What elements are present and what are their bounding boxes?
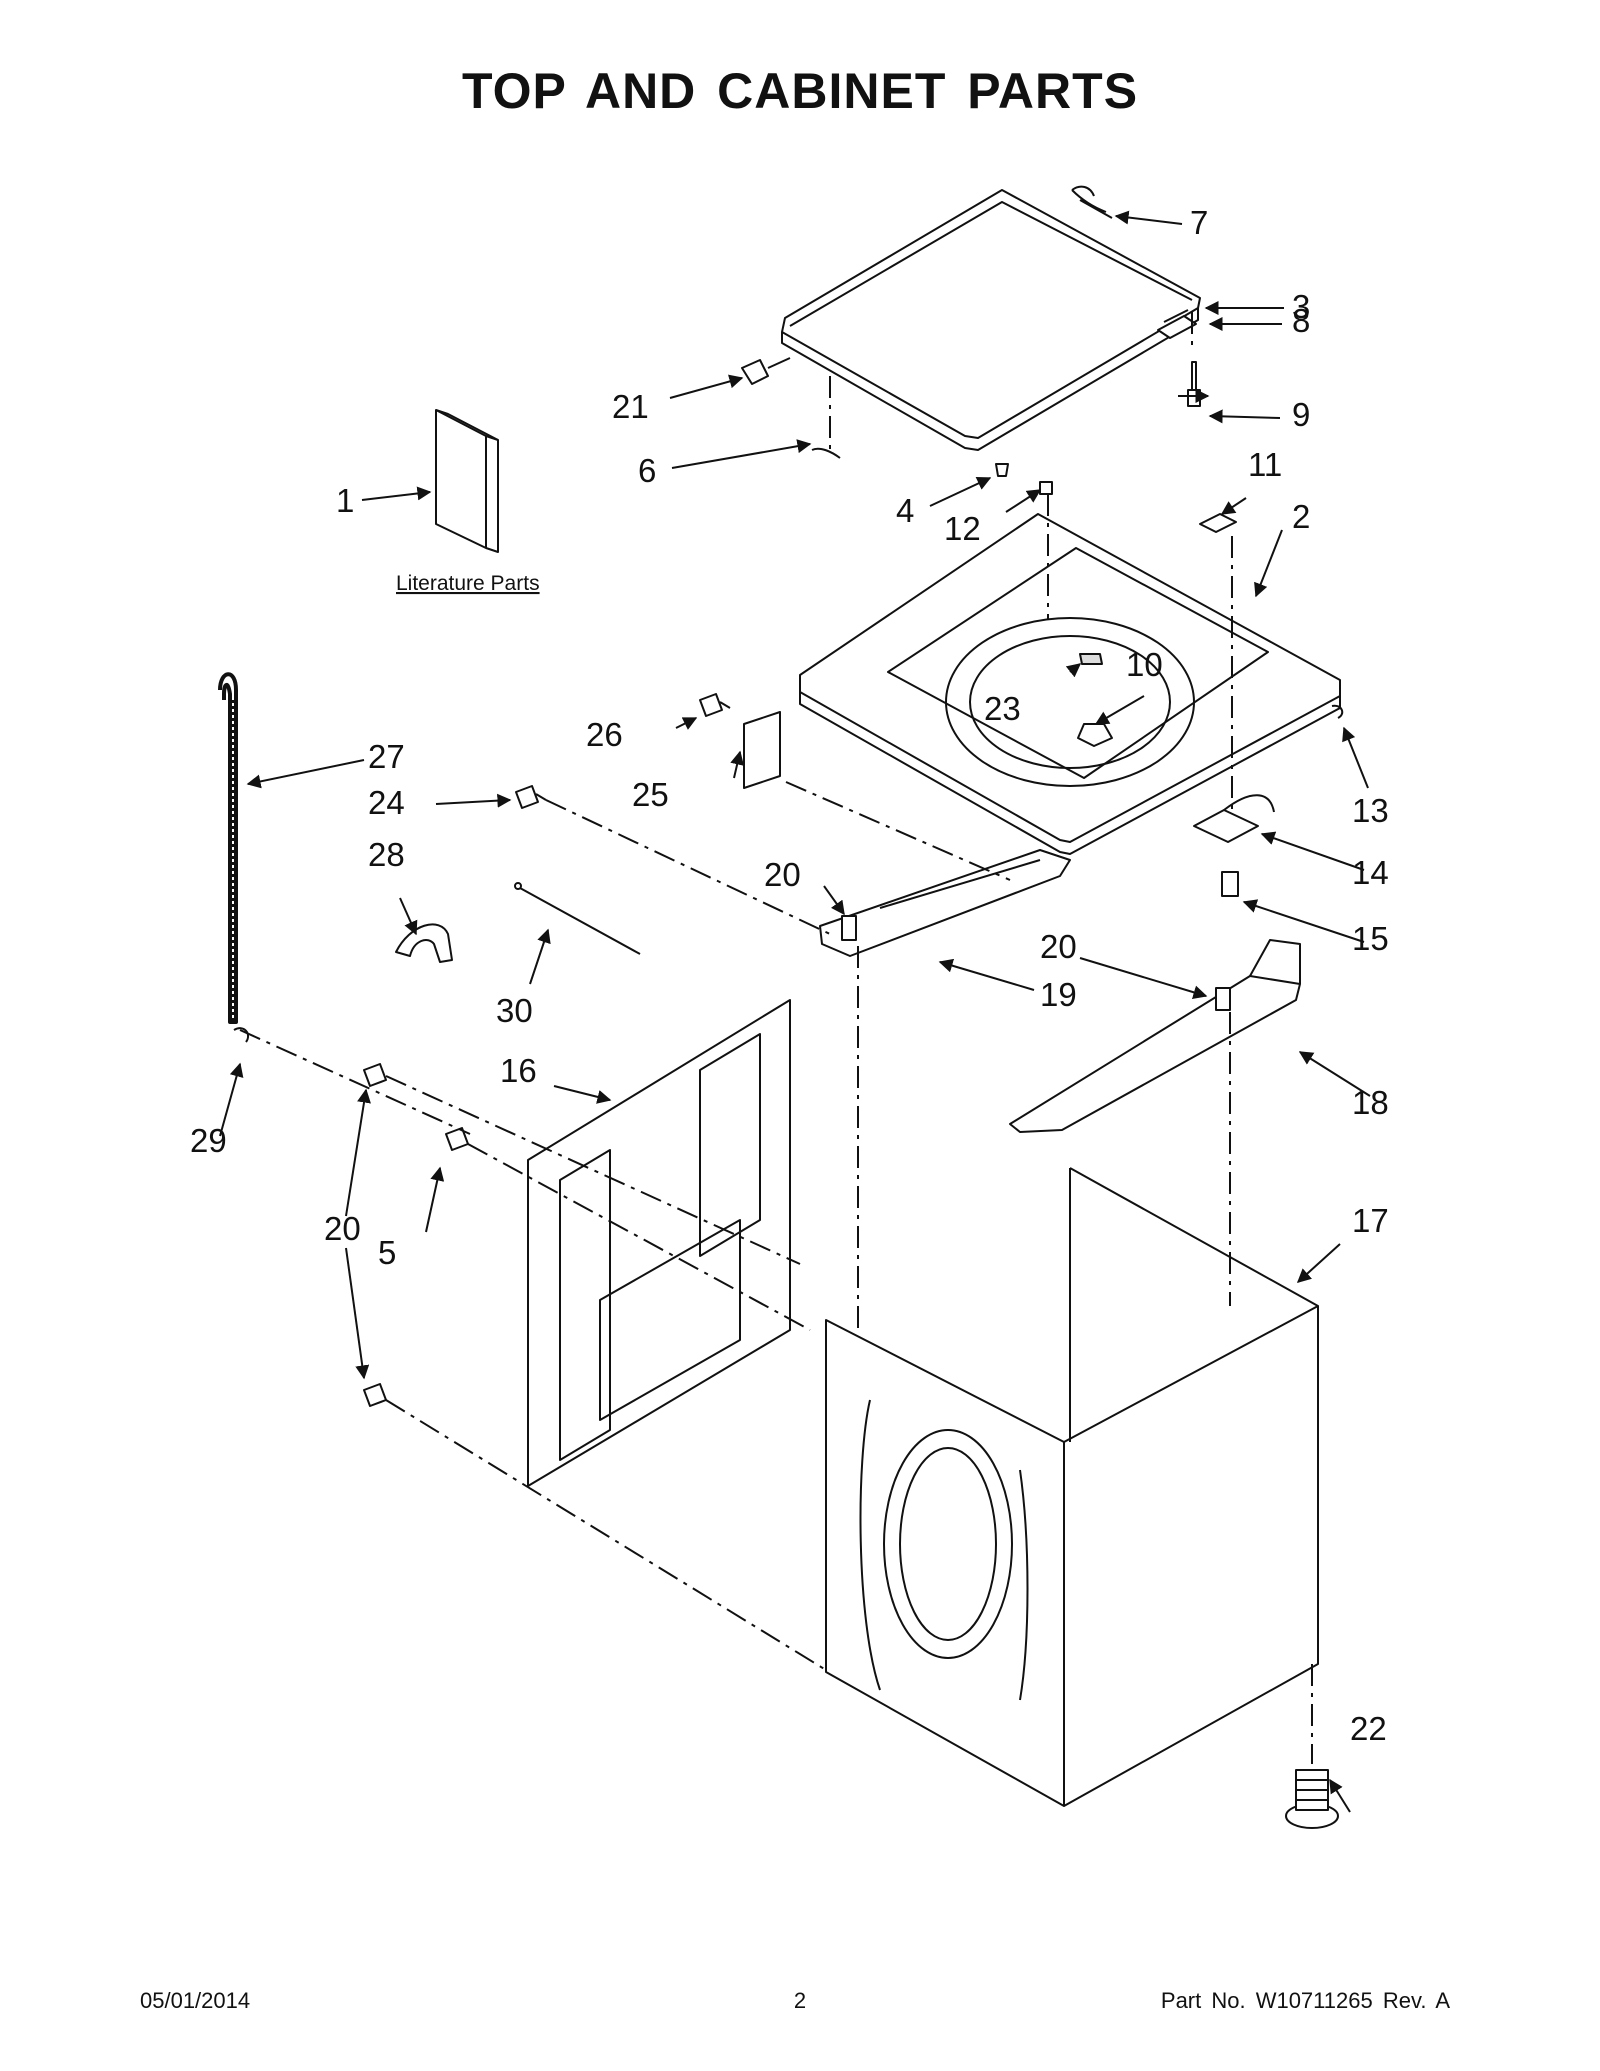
lid-lock-screw	[1221, 871, 1239, 897]
top-panel	[799, 513, 1341, 855]
callout-10: 10	[1126, 646, 1163, 683]
callout-11: 11	[1248, 446, 1282, 483]
callout-18: 18	[1352, 1084, 1389, 1121]
cable-tie	[514, 882, 641, 955]
rear-panel-screw	[515, 785, 547, 809]
lid-switch-cover	[1199, 513, 1237, 533]
callout-20-left: 20	[324, 1210, 361, 1247]
callout-7: 7	[1190, 204, 1208, 241]
callout-20-top: 20	[764, 856, 801, 893]
rear-panel	[527, 999, 791, 1487]
callout-26: 26	[586, 716, 623, 753]
hinge-screw	[1187, 361, 1201, 407]
hose-clamp	[233, 1027, 250, 1043]
lid-screw	[741, 357, 791, 385]
drain-hose	[218, 672, 238, 1024]
leveling-leg	[1285, 1769, 1339, 1829]
callout-22: 22	[1350, 1710, 1387, 1747]
lid-bumper	[995, 463, 1009, 477]
callout-4: 4	[896, 492, 914, 529]
callout-13: 13	[1352, 792, 1389, 829]
lid-hinge	[1071, 185, 1113, 219]
callout-12: 12	[944, 510, 981, 547]
callout-8: 8	[1292, 302, 1310, 339]
front-top-brace	[819, 849, 1071, 957]
callout-19: 19	[1040, 976, 1077, 1013]
footer-date: 05/01/2014	[140, 1988, 251, 2013]
top-clip	[1331, 704, 1344, 719]
hose-guide	[395, 923, 453, 963]
hinge-bracket	[1157, 309, 1197, 339]
callout-30: 30	[496, 992, 533, 1029]
callout-27: 27	[368, 738, 405, 775]
callout-16: 16	[500, 1052, 537, 1089]
bracket-screw	[699, 693, 731, 717]
callout-9: 9	[1292, 396, 1310, 433]
top-screw	[1039, 481, 1053, 495]
callout-15: 15	[1352, 920, 1389, 957]
cabinet	[825, 1167, 1319, 1807]
callout-29: 29	[190, 1122, 227, 1159]
cabinet-bracket	[743, 711, 781, 789]
callout-28: 28	[368, 836, 405, 873]
lid	[781, 189, 1201, 451]
callout-20-right: 20	[1040, 928, 1077, 965]
footer-page-number: 2	[793, 1988, 807, 2013]
callout-1: 1	[336, 482, 354, 519]
callout-24: 24	[368, 784, 405, 821]
callout-21: 21	[612, 388, 649, 425]
rear-top-brace	[1009, 939, 1301, 1133]
page-title: TOP AND CABINET PARTS	[461, 63, 1139, 119]
literature-booklet	[435, 409, 499, 553]
literature-parts-label: Literature Parts	[396, 572, 540, 595]
callout-25: 25	[632, 776, 669, 813]
callout-23: 23	[984, 690, 1021, 727]
callout-17: 17	[1352, 1202, 1389, 1239]
footer-part-number: Part No. W10711265 Rev. A	[1160, 1988, 1450, 2013]
callout-6: 6	[638, 452, 656, 489]
callout-2: 2	[1292, 498, 1310, 535]
lid-hinge-clip	[811, 447, 841, 459]
cabinet-screw	[363, 915, 1231, 1407]
callout-14: 14	[1352, 854, 1389, 891]
callout-3: 3	[1292, 288, 1310, 325]
callout-5: 5	[378, 1234, 396, 1271]
